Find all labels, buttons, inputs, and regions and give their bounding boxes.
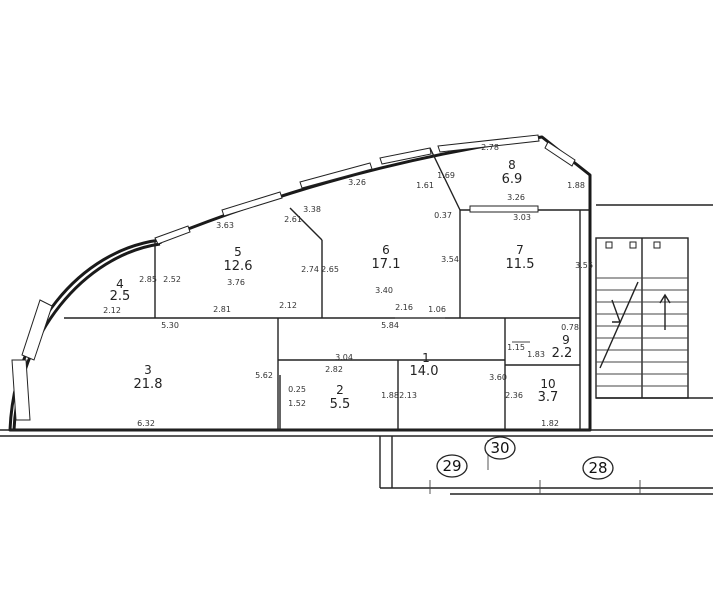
room-2-number: 2 bbox=[336, 383, 344, 397]
dim-5-84: 5.84 bbox=[381, 321, 399, 330]
dim-3-54: 3.54 bbox=[441, 255, 459, 264]
lower-building-outline bbox=[0, 429, 713, 495]
facade-windows bbox=[11, 134, 576, 421]
room-9-number: 9 bbox=[562, 333, 570, 347]
room-7-number: 7 bbox=[516, 243, 524, 257]
dim-0-37: 0.37 bbox=[434, 211, 452, 220]
room-10-number: 10 bbox=[540, 377, 555, 391]
dim-3-76: 3.76 bbox=[227, 278, 245, 287]
room-4-area: 2.5 bbox=[110, 289, 131, 304]
dim-2-74: 2.74 bbox=[301, 265, 319, 274]
dim-3-03: 3.03 bbox=[513, 213, 531, 222]
dim-5-62: 5.62 bbox=[255, 371, 273, 380]
axis-marker-28: 28 bbox=[582, 456, 614, 480]
dim-1-06: 1.06 bbox=[428, 305, 446, 314]
dim-3-63: 3.63 bbox=[216, 221, 234, 230]
dim-6-32: 6.32 bbox=[137, 419, 155, 428]
room-1-number: 1 bbox=[422, 351, 430, 365]
room-6-number: 6 bbox=[382, 243, 390, 257]
dim-3-26: 3.26 bbox=[348, 178, 366, 187]
room-8-area: 6.9 bbox=[502, 172, 523, 187]
dim-1-61: 1.61 bbox=[416, 181, 434, 190]
doors bbox=[395, 205, 539, 343]
dim-2-52: 2.52 bbox=[163, 275, 181, 284]
axis-markers: 30 29 28 bbox=[436, 436, 614, 480]
dim-2-12b: 2.12 bbox=[103, 306, 121, 315]
dim-1-69: 1.69 bbox=[437, 171, 455, 180]
dim-2-12: 2.12 bbox=[279, 301, 297, 310]
dim-2-85: 2.85 bbox=[139, 275, 157, 284]
dim-1-15: 1.15 bbox=[507, 343, 525, 352]
room-1-area: 14.0 bbox=[410, 364, 439, 379]
room-6-area: 17.1 bbox=[372, 257, 401, 272]
room-5-area: 12.6 bbox=[224, 259, 253, 274]
dimension-labels: 2.78 3.26 3.63 1.61 1.69 1.88 3.26 3.03 … bbox=[103, 143, 593, 428]
staircase bbox=[595, 204, 713, 399]
dim-3-60: 3.60 bbox=[489, 373, 507, 382]
axis-marker-29: 29 bbox=[436, 454, 468, 478]
dim-2-78: 2.78 bbox=[481, 143, 499, 152]
room-8-number: 8 bbox=[508, 158, 516, 172]
dim-2-16: 2.16 bbox=[395, 303, 413, 312]
dim-2-13: 2.13 bbox=[399, 391, 417, 400]
dim-3-40: 3.40 bbox=[375, 286, 393, 295]
interior-walls bbox=[64, 147, 590, 430]
dim-2-65: 2.65 bbox=[321, 265, 339, 274]
axis-label-28: 28 bbox=[588, 459, 607, 477]
dim-0-25: 0.25 bbox=[288, 385, 306, 394]
dim-3-04: 3.04 bbox=[335, 353, 353, 362]
dim-1-83: 1.83 bbox=[527, 350, 545, 359]
axis-label-30: 30 bbox=[490, 439, 509, 457]
axis-marker-30: 30 bbox=[484, 436, 516, 460]
room-2-area: 5.5 bbox=[330, 397, 351, 412]
dim-2-81: 2.81 bbox=[213, 305, 231, 314]
dim-2-82: 2.82 bbox=[325, 365, 343, 374]
room-labels: 1 14.0 2 5.5 3 21.8 4 2.5 5 12.6 6 17.1 … bbox=[110, 158, 573, 412]
dim-3-26b: 3.26 bbox=[507, 193, 525, 202]
dim-1-52: 1.52 bbox=[288, 399, 306, 408]
dim-3-56: 3.56 bbox=[575, 261, 593, 270]
dim-3-38: 3.38 bbox=[303, 205, 321, 214]
room-7-area: 11.5 bbox=[506, 257, 535, 272]
dim-1-88b: 1.88 bbox=[381, 391, 399, 400]
room-5-number: 5 bbox=[234, 245, 242, 259]
dim-2-36: 2.36 bbox=[505, 391, 523, 400]
dim-2-61: 2.61 bbox=[284, 215, 302, 224]
dim-0-78: 0.78 bbox=[561, 323, 579, 332]
dim-1-82: 1.82 bbox=[541, 419, 559, 428]
room-4-number: 4 bbox=[116, 277, 124, 291]
dim-5-30: 5.30 bbox=[161, 321, 179, 330]
dim-1-88: 1.88 bbox=[567, 181, 585, 190]
room-3-number: 3 bbox=[144, 363, 152, 377]
room-3-area: 21.8 bbox=[134, 377, 163, 392]
room-9-area: 2.2 bbox=[552, 346, 573, 361]
room-10-area: 3.7 bbox=[538, 390, 559, 405]
axis-label-29: 29 bbox=[442, 457, 461, 475]
